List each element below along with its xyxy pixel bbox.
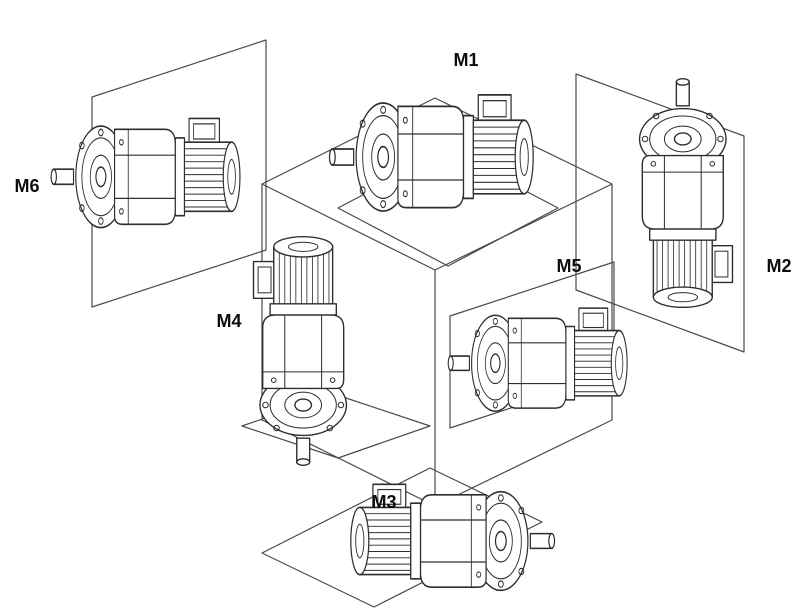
label-m6: M6: [14, 176, 39, 196]
label-m4: M4: [216, 311, 241, 331]
gearmotor-m4: [252, 235, 348, 466]
gearmotor-m1: [328, 94, 535, 212]
label-m5: M5: [556, 256, 581, 276]
label-m3: M3: [371, 492, 396, 512]
gearmotor-m5: [447, 307, 628, 412]
gearmotor-m6: [50, 117, 241, 229]
gearmotor-m2: [638, 78, 734, 309]
label-m2: M2: [766, 256, 791, 276]
mounting-plane-m6: [91, 39, 267, 308]
label-m1: M1: [453, 50, 478, 70]
